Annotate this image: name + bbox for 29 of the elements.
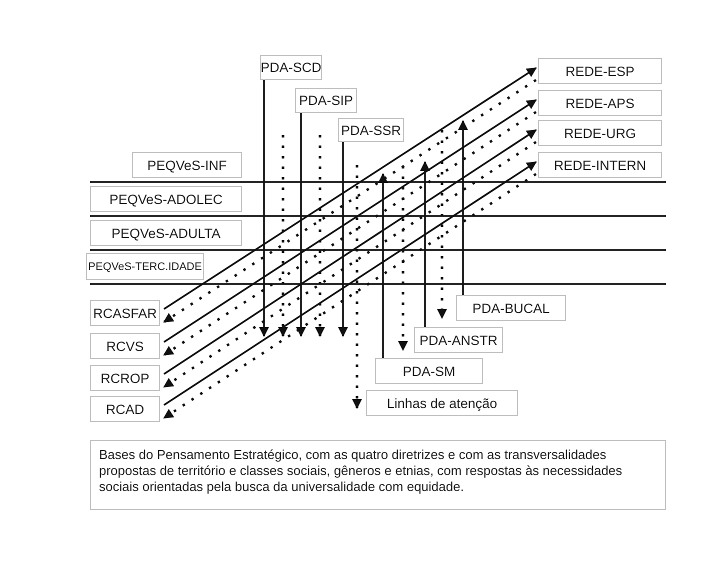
label-box: PDA-ANSTR — [414, 327, 503, 353]
label-box: REDE-URG — [538, 120, 662, 146]
label-box: PEQVeS-TERC.IDADE — [86, 253, 204, 280]
arrow — [420, 161, 430, 327]
label-box: REDE-ESP — [538, 58, 662, 84]
arrow — [259, 80, 269, 337]
dotted-arrow — [352, 165, 362, 409]
label-box: PEQVeS-ADOLEC — [90, 186, 242, 212]
label-box: PDA-SCD — [260, 55, 322, 80]
text-box: Bases do Pensamento Estratégico, com as quatro diretrizes e com as transversalidades propostas de território e classes sociais, gêneros e etnias, com respostas às necessidades sociais orientadas pela busca da universalidade com equidade. — [90, 440, 666, 510]
label-box: PDA-SSR — [338, 118, 404, 142]
arrow — [378, 173, 388, 358]
dotted-arrow — [437, 130, 447, 319]
dotted-arrow — [398, 166, 408, 351]
arrow — [338, 142, 348, 337]
arrow — [458, 120, 468, 295]
label-box: REDE-APS — [538, 90, 662, 116]
label-box: RCASFAR — [90, 300, 160, 326]
label-box: PDA-SM — [375, 358, 483, 384]
label-box: Linhas de atenção — [366, 390, 518, 416]
arrow — [296, 113, 306, 337]
label-box: RCVS — [90, 333, 160, 359]
label-box: REDE-INTERN — [538, 152, 662, 178]
label-box: PDA-BUCAL — [456, 295, 566, 321]
label-box: PEQVeS-ADULTA — [90, 220, 242, 246]
label-box: PDA-SIP — [295, 88, 357, 113]
label-box: RCROP — [90, 365, 160, 391]
label-box: PEQVeS-INF — [132, 152, 242, 178]
label-box: RCAD — [90, 396, 160, 422]
